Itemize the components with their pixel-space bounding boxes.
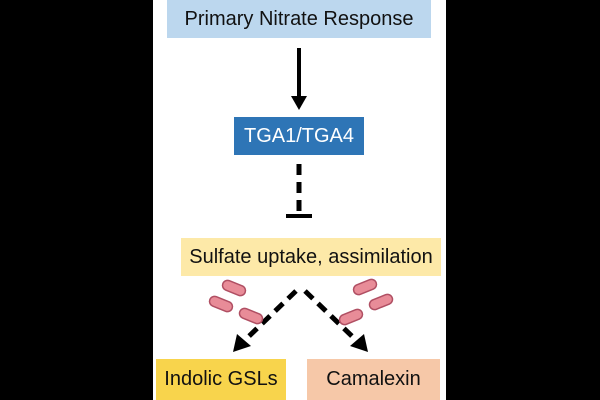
node-tga1-tga4: TGA1/TGA4 xyxy=(234,117,364,155)
connector-layer xyxy=(208,48,394,352)
activation-arrow xyxy=(291,48,307,110)
dashed-arrow-to-gsl xyxy=(233,289,298,352)
node-camalexin: Camalexin xyxy=(307,359,440,400)
node-indolic-gsls: Indolic GSLs xyxy=(156,359,286,400)
diagram-panel: Primary Nitrate Response TGA1/TGA4 Sulfa… xyxy=(153,0,446,400)
bacteria-icon xyxy=(208,279,264,325)
inhibition-connector xyxy=(286,164,312,218)
node-primary-nitrate-response: Primary Nitrate Response xyxy=(167,0,431,38)
bacteria-icon xyxy=(338,278,394,326)
dashed-arrow-to-camalexin xyxy=(303,289,368,352)
node-sulfate-uptake: Sulfate uptake, assimilation xyxy=(181,238,441,276)
